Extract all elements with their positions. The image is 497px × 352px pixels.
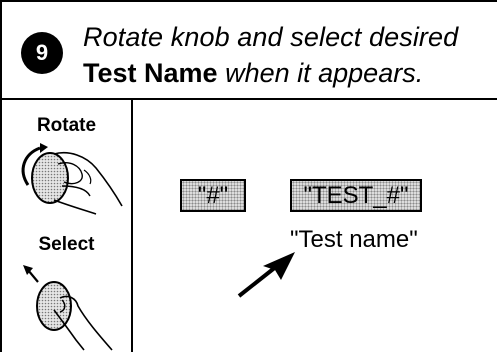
hand-rotating-knob-icon (21, 143, 123, 215)
rotate-label: Rotate (36, 115, 97, 136)
test-name-term: Test Name (83, 58, 218, 88)
hand-pressing-knob-icon (23, 265, 113, 351)
instruction-header: 9 Rotate knob and select desired Test Na… (0, 0, 497, 100)
select-label: Select (38, 234, 95, 255)
instruction-line-2: Test Name when it appears. (83, 58, 423, 89)
test-name-callout: "Test name" (290, 226, 418, 253)
instruction-line-1: Rotate knob and select desired (83, 22, 459, 52)
display-area: "#" "TEST_#" "Test name" (133, 100, 497, 352)
action-sidebar: Rotate Select (0, 100, 133, 352)
pointer-arrow-icon (237, 252, 295, 298)
instruction-line-2-tail: when it appears. (225, 58, 424, 88)
step-number-badge: 9 (21, 32, 63, 74)
display-item-hash: "#" (180, 179, 246, 212)
display-item-test: "TEST_#" (290, 179, 422, 212)
